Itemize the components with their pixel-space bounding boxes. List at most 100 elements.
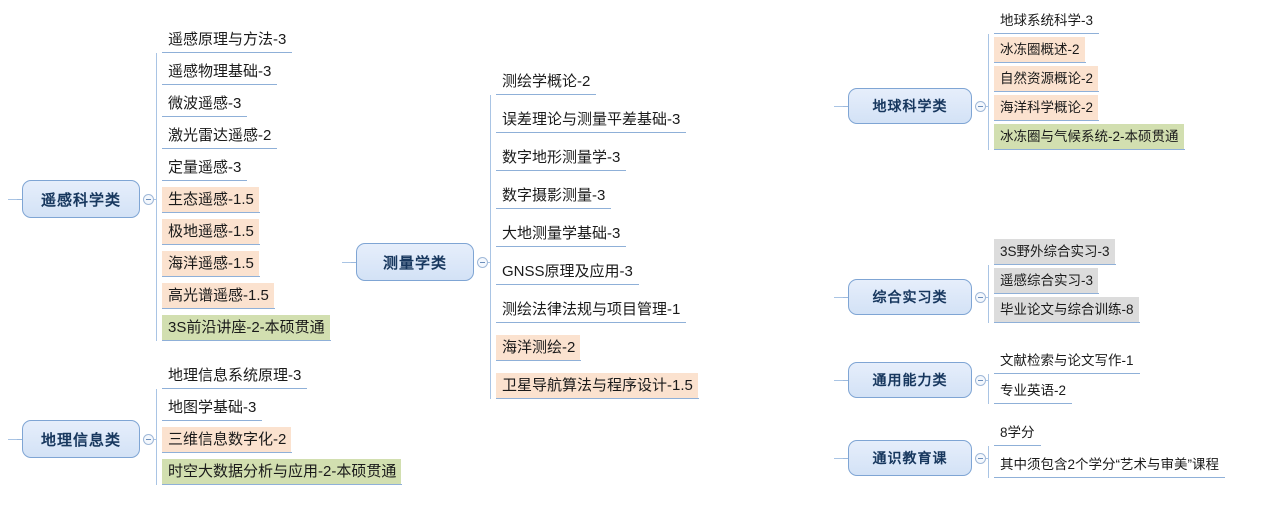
- collapse-minus-circle-icon[interactable]: [477, 256, 488, 268]
- leaf-item[interactable]: 专业英语-2: [994, 378, 1073, 404]
- collapse-minus-circle-icon[interactable]: [975, 452, 986, 464]
- leaf-item-label: 海洋科学概论-2: [994, 95, 1099, 121]
- leaf-item[interactable]: 定量遥感-3: [162, 155, 248, 181]
- leaf-item[interactable]: 遥感综合实习-3: [994, 268, 1100, 294]
- leaf-item[interactable]: 冰冻圈与气候系统-2-本硕贯通: [994, 124, 1185, 150]
- leaf-item[interactable]: 其中须包含2个学分“艺术与审美”课程: [994, 452, 1225, 478]
- leaf-underline: [162, 180, 248, 181]
- leaf-item-label: 极地遥感-1.5: [162, 219, 259, 245]
- leaf-underline: [162, 148, 278, 149]
- collapse-minus-circle-icon[interactable]: [975, 291, 986, 303]
- leaf-underline: [994, 91, 1100, 92]
- leaf-underline: [496, 360, 582, 361]
- branch-node-general-ability[interactable]: 通用能力类: [838, 362, 972, 398]
- leaf-item-label: 高光谱遥感-1.5: [162, 283, 274, 309]
- leaf-item-label: 遥感物理基础-3: [168, 63, 272, 80]
- branch-node-label: 综合实习类: [872, 289, 948, 305]
- leaf-underline: [162, 116, 248, 117]
- leaf-item[interactable]: 地理信息系统原理-3: [162, 363, 308, 389]
- leaf-item[interactable]: 文献检索与论文写作-1: [994, 348, 1140, 374]
- leaf-underline: [496, 208, 612, 209]
- leaf-item[interactable]: GNSS原理及应用-3: [496, 259, 639, 285]
- leaf-item[interactable]: 毕业论文与综合训练-8: [994, 297, 1140, 323]
- leaf-item[interactable]: 地球系统科学-3: [994, 8, 1100, 34]
- leaf-underline: [994, 149, 1185, 150]
- leaf-item[interactable]: 冰冻圈概述-2: [994, 37, 1086, 63]
- leaf-item[interactable]: 海洋科学概论-2: [994, 95, 1100, 121]
- leaf-item[interactable]: 数字摄影测量-3: [496, 183, 612, 209]
- leaf-underline: [994, 477, 1225, 478]
- leaf-item[interactable]: 测绘法律法规与项目管理-1: [496, 297, 687, 323]
- leaf-item[interactable]: 大地测量学基础-3: [496, 221, 627, 247]
- leaf-item[interactable]: 3S前沿讲座-2-本硕贯通: [162, 315, 331, 341]
- leaf-item-label: 冰冻圈概述-2: [994, 37, 1085, 63]
- collapse-minus-circle-icon[interactable]: [975, 100, 986, 112]
- leaf-item-label: 误差理论与测量平差基础-3: [502, 111, 681, 128]
- branch-elbow-line: [986, 380, 988, 381]
- branch-node-general-education[interactable]: 通识教育课: [838, 440, 972, 476]
- branch-stem-line: [988, 34, 989, 150]
- leaf-item[interactable]: 时空大数据分析与应用-2-本硕贯通: [162, 459, 403, 485]
- leaf-underline: [496, 398, 699, 399]
- leaf-item[interactable]: 高光谱遥感-1.5: [162, 283, 275, 309]
- leaf-item[interactable]: 卫星导航算法与程序设计-1.5: [496, 373, 699, 399]
- leaf-item-label: 冰冻圈与气候系统-2-本硕贯通: [994, 124, 1184, 150]
- leaf-item[interactable]: 3S野外综合实习-3: [994, 239, 1116, 265]
- leaf-item-label: 大地测量学基础-3: [502, 225, 621, 242]
- leaf-underline: [162, 244, 260, 245]
- leaf-item[interactable]: 三维信息数字化-2: [162, 427, 293, 453]
- branch-elbow-line: [154, 439, 156, 440]
- leaf-item[interactable]: 地图学基础-3: [162, 395, 263, 421]
- branch-elbow-line: [154, 199, 156, 200]
- branch-node-geographic-information[interactable]: 地理信息类: [12, 420, 140, 458]
- leaf-underline: [994, 403, 1073, 404]
- leaf-item[interactable]: 生态遥感-1.5: [162, 187, 260, 213]
- branch-node-earth-science[interactable]: 地球科学类: [838, 88, 972, 124]
- branch-node-comprehensive-practice[interactable]: 综合实习类: [838, 279, 972, 315]
- root-connector-line: [834, 458, 843, 459]
- node-inbound-connector: [12, 199, 22, 200]
- leaf-item[interactable]: 8学分: [994, 420, 1041, 446]
- leaf-underline: [994, 120, 1100, 121]
- leaf-underline: [496, 132, 687, 133]
- leaf-underline: [496, 94, 597, 95]
- leaf-item-label: 三维信息数字化-2: [162, 427, 292, 453]
- root-connector-line: [342, 262, 351, 263]
- leaf-item-label: 3S前沿讲座-2-本硕贯通: [162, 315, 330, 341]
- collapse-minus-circle-icon[interactable]: [975, 374, 986, 386]
- leaf-item-label: 遥感原理与方法-3: [168, 31, 287, 48]
- collapse-minus-circle-icon[interactable]: [143, 433, 154, 445]
- root-connector-line: [834, 380, 843, 381]
- leaf-item[interactable]: 自然资源概论-2: [994, 66, 1100, 92]
- leaf-underline: [994, 62, 1086, 63]
- leaf-item[interactable]: 海洋测绘-2: [496, 335, 582, 361]
- leaf-item[interactable]: 误差理论与测量平差基础-3: [496, 107, 687, 133]
- leaf-underline: [994, 445, 1041, 446]
- leaf-item[interactable]: 数字地形测量学-3: [496, 145, 627, 171]
- leaf-item[interactable]: 激光雷达遥感-2: [162, 123, 278, 149]
- collapse-minus-circle-icon[interactable]: [143, 193, 154, 205]
- leaf-underline: [162, 420, 263, 421]
- leaf-item-label: 生态遥感-1.5: [162, 187, 259, 213]
- leaf-item-label: 3S野外综合实习-3: [994, 239, 1115, 265]
- branch-node-remote-sensing[interactable]: 遥感科学类: [12, 180, 140, 218]
- leaf-item[interactable]: 海洋遥感-1.5: [162, 251, 260, 277]
- leaf-item-label: 卫星导航算法与程序设计-1.5: [496, 373, 698, 399]
- leaf-item[interactable]: 遥感原理与方法-3: [162, 27, 293, 53]
- leaf-item-label: 测绘法律法规与项目管理-1: [502, 301, 681, 318]
- leaf-item-label: 时空大数据分析与应用-2-本硕贯通: [162, 459, 402, 485]
- leaf-item[interactable]: 测绘学概论-2: [496, 69, 597, 95]
- leaf-underline: [994, 322, 1140, 323]
- leaf-item[interactable]: 遥感物理基础-3: [162, 59, 278, 85]
- branch-node-surveying[interactable]: 测量学类: [346, 243, 474, 281]
- leaf-underline: [162, 452, 293, 453]
- leaf-item[interactable]: 极地遥感-1.5: [162, 219, 260, 245]
- leaf-item-label: 其中须包含2个学分“艺术与审美”课程: [1000, 457, 1219, 472]
- root-connector-line: [8, 439, 17, 440]
- branch-node-label: 通用能力类: [872, 372, 948, 388]
- leaf-item[interactable]: 微波遥感-3: [162, 91, 248, 117]
- node-inbound-connector: [12, 439, 22, 440]
- branch-stem-line: [988, 446, 989, 478]
- leaf-underline: [162, 276, 260, 277]
